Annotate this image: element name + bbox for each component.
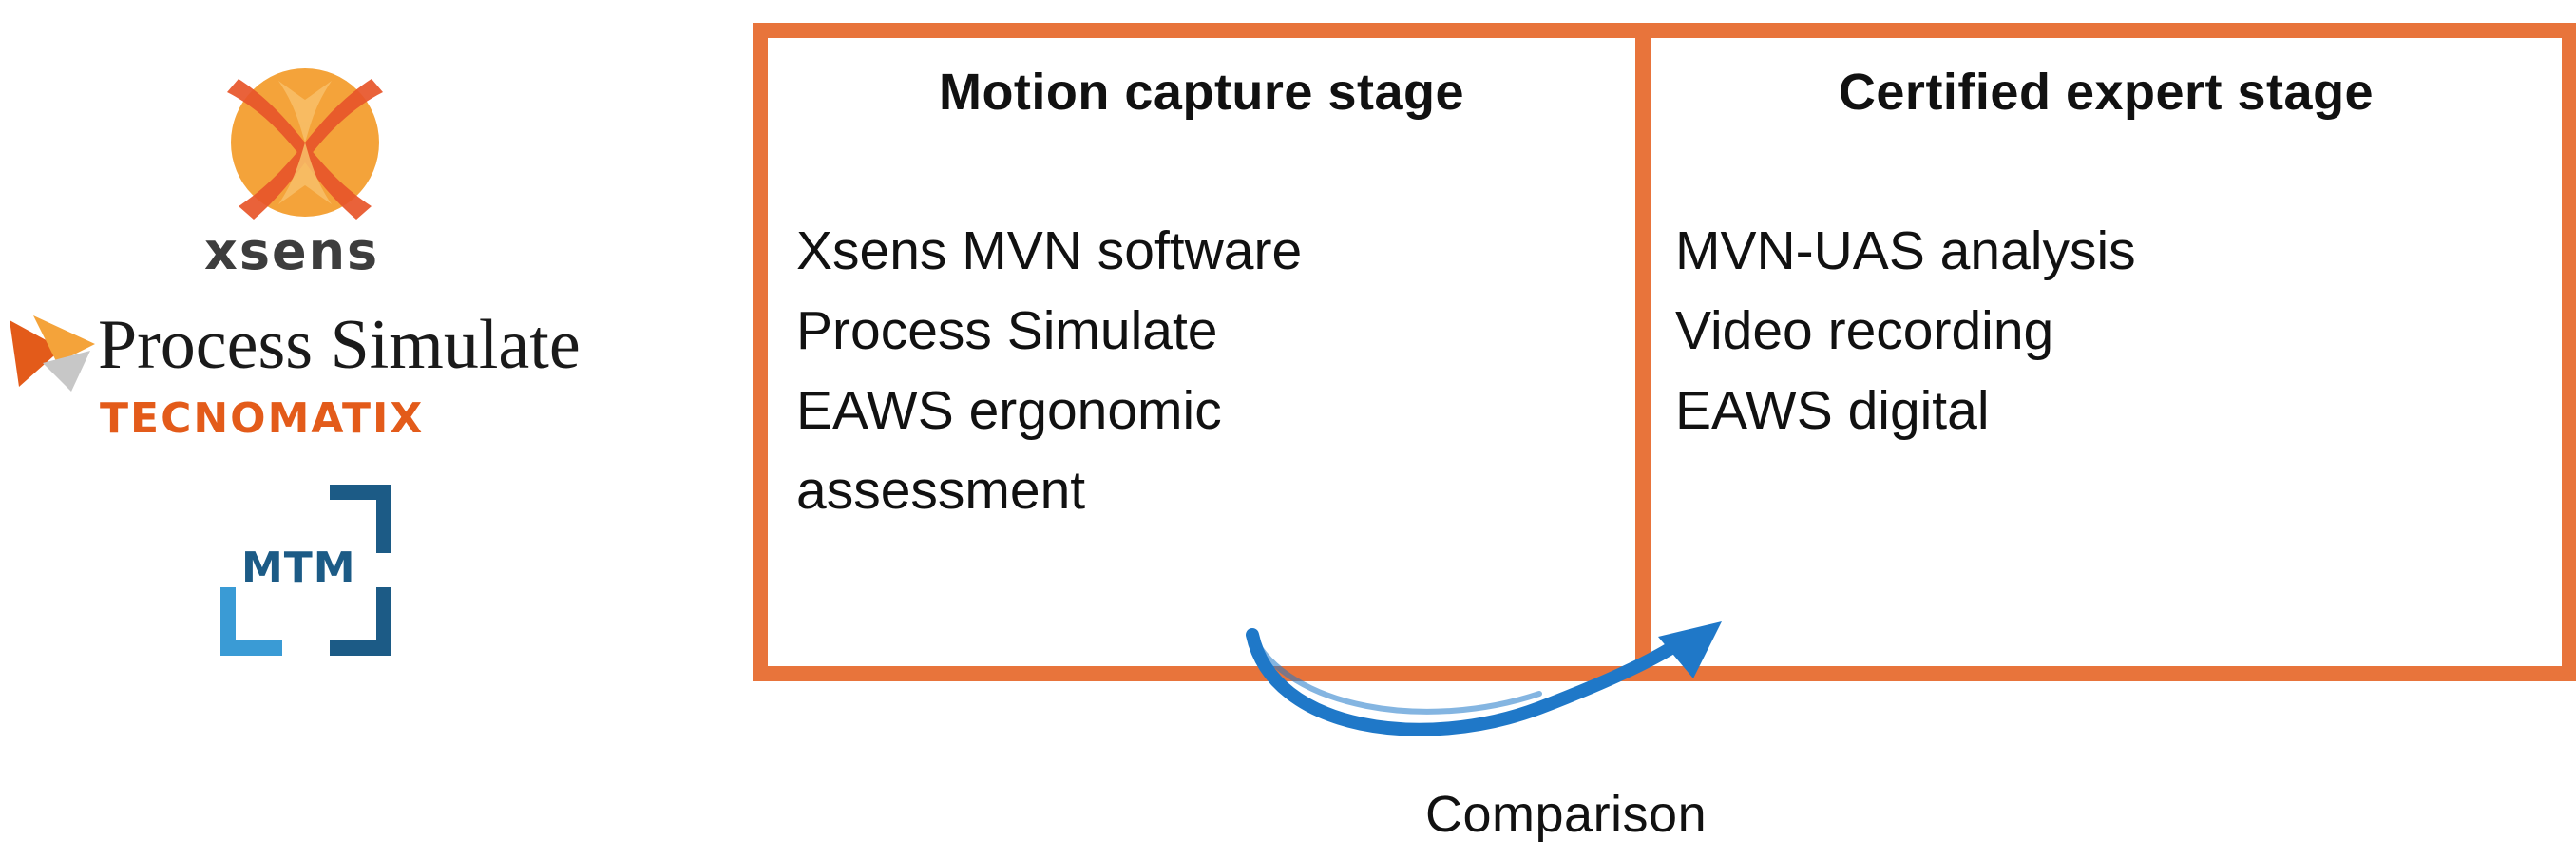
motion-capture-stage-title: Motion capture stage [938,64,1465,121]
motion-capture-stage-box: Motion capture stage Xsens MVN software … [753,23,1651,681]
xsens-logo: xsens [204,52,404,285]
stage-item: Xsens MVN software [796,220,1303,281]
mtm-logo-text: MTM [241,544,356,592]
process-simulate-logo-icon [10,315,95,392]
certified-expert-stage-items: MVN-UAS analysis Video recording EAWS di… [1675,211,2543,450]
process-simulate-logo: Process Simulate TECNOMATIX [5,299,613,447]
stage-item: Video recording [1675,300,2054,361]
certified-expert-stage-title: Certified expert stage [1838,64,2375,121]
stage-item: assessment [796,460,1086,521]
xsens-logo-icon [227,68,383,220]
xsens-logo-text: xsens [204,221,380,281]
motion-capture-stage-items: Xsens MVN software Process Simulate EAWS… [796,211,1616,530]
certified-expert-stage-box: Certified expert stage MVN-UAS analysis … [1651,23,2576,681]
stage-item: EAWS ergonomic [796,380,1222,441]
tecnomatix-subtitle: TECNOMATIX [100,394,425,443]
mtm-logo: MTM [220,485,391,656]
process-simulate-title: Process Simulate [98,306,581,384]
stage-item: MVN-UAS analysis [1675,220,2136,281]
mtm-logo-icon [220,485,391,656]
stage-item: Process Simulate [796,300,1218,361]
stage-item: EAWS digital [1675,380,1990,441]
comparison-label: Comparison [1425,786,1708,843]
